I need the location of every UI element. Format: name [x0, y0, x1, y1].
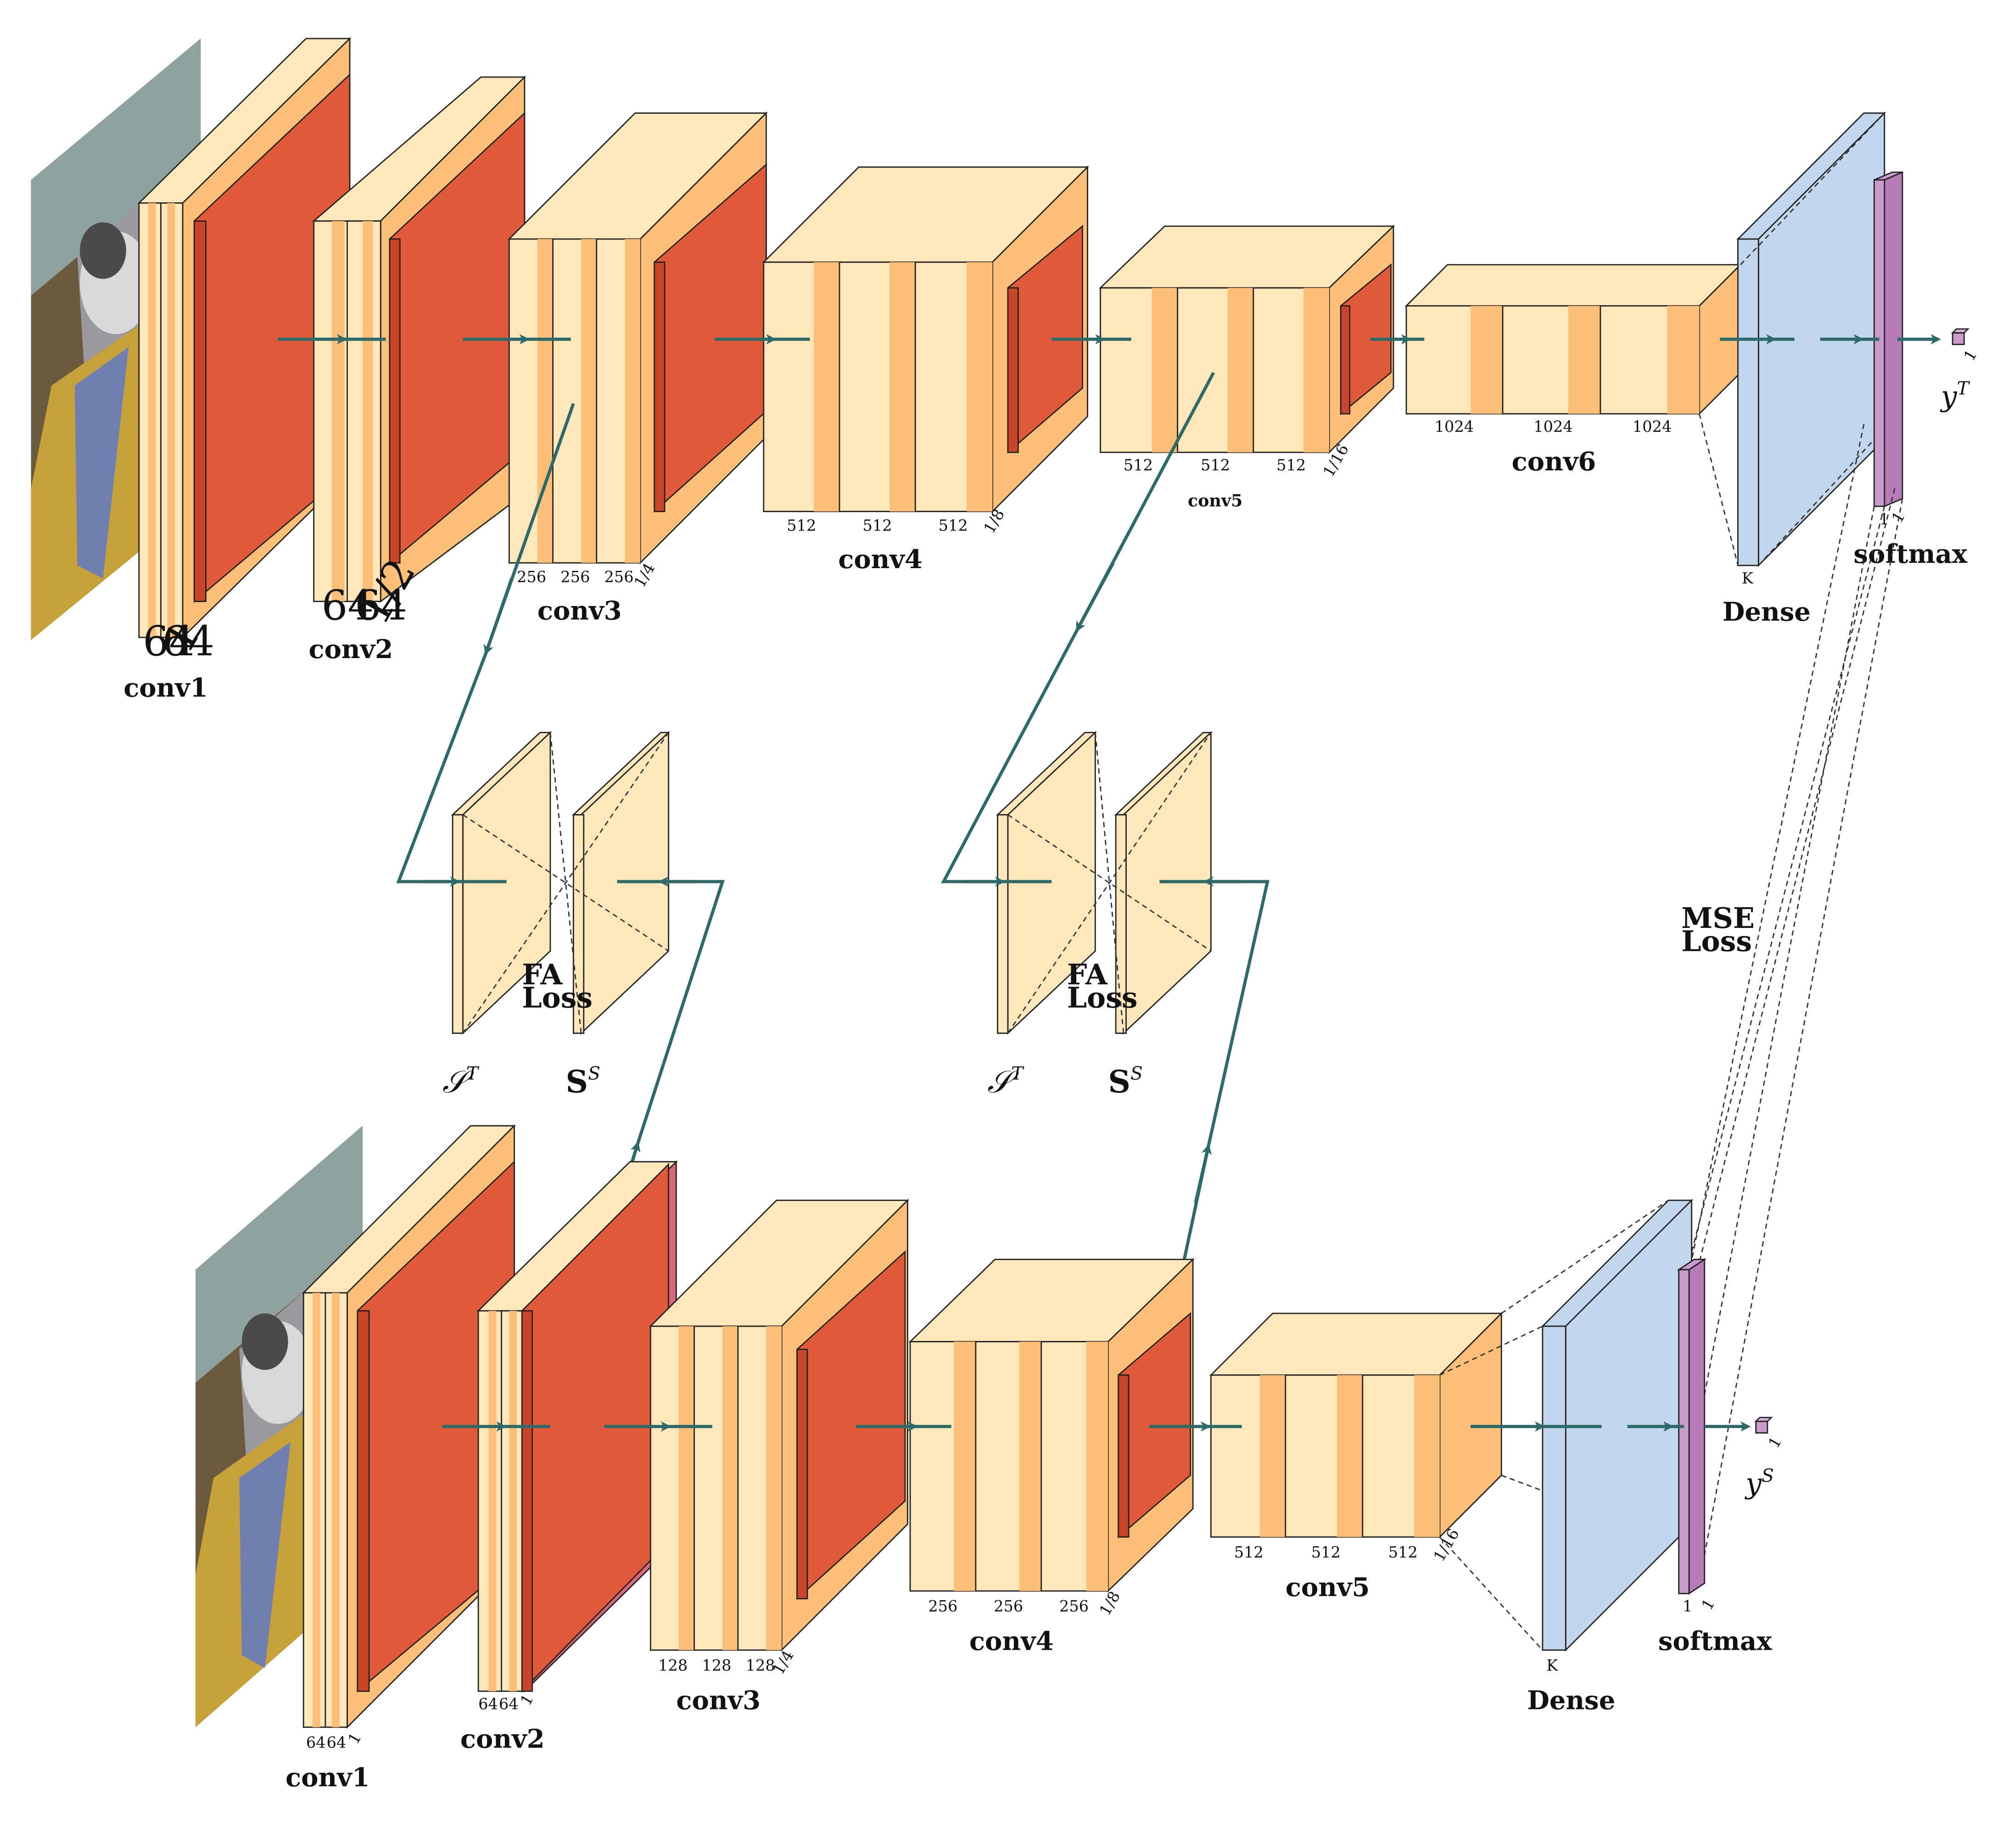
teacher-conv6-size-2: 1024 — [1533, 418, 1572, 435]
student-conv1-size-3: 1 — [345, 1730, 365, 1747]
teacher-conv2-label: conv2 — [308, 634, 393, 664]
teacher-conv4-label: conv4 — [838, 544, 923, 575]
teacher-pool5 — [1340, 263, 1392, 415]
teacher-conv5-size-1: 512 — [1124, 456, 1153, 474]
teacher-conv4-size-3: 512 — [939, 517, 968, 535]
student-softmax-label: softmax — [1658, 1626, 1772, 1657]
teacher-conv3-label: conv3 — [537, 596, 622, 626]
student-conv4-size-3: 256 — [1059, 1597, 1089, 1615]
teacher-softmax-size-1: 1 — [1879, 510, 1889, 528]
teacher-dense-projection — [1699, 112, 1885, 566]
fa-loss-2-teacher-symbol: 𝒮T — [987, 1063, 1024, 1100]
fa-loss-2-subtitle: Loss — [1067, 981, 1138, 1015]
teacher-conv6-size-3: 1024 — [1633, 418, 1672, 435]
teacher-output-label: yT — [1940, 379, 1970, 413]
student-conv1-size-2: 64 — [327, 1734, 347, 1752]
student-conv4-label: conv4 — [969, 1626, 1054, 1657]
teacher-output-size: 1 — [1960, 346, 1980, 364]
fa-loss-2-title: FA — [1067, 958, 1108, 991]
fa-loss-2-student-symbol: SS — [1108, 1063, 1142, 1100]
student-conv4-size-2: 256 — [994, 1597, 1023, 1615]
mse-loss-title: MSE — [1681, 901, 1755, 935]
student-output-node — [1754, 1417, 1773, 1434]
student-conv5-label: conv5 — [1286, 1572, 1370, 1602]
fa-loss-labels: FA Loss 𝒮T SS FA Loss 𝒮T SS MSE Loss — [442, 901, 1755, 1100]
teacher-pool4 — [1007, 224, 1083, 454]
teacher-conv2-size-2: 64 — [355, 582, 407, 630]
student-softmax-size-2: 1 — [1698, 1596, 1718, 1613]
student-conv3-label: conv3 — [676, 1686, 761, 1716]
student-conv3-size-3: 128 — [746, 1657, 775, 1675]
teacher-pool1 — [193, 73, 351, 603]
teacher-conv6-block — [1404, 263, 1742, 416]
fa-loss-1-title: FA — [522, 958, 563, 991]
student-conv5-block — [1209, 1312, 1503, 1539]
student-conv4-size-4: 1/8 — [1096, 1588, 1124, 1619]
teacher-conv5-block — [1099, 224, 1395, 454]
student-conv5-size-2: 512 — [1311, 1543, 1341, 1561]
student-conv2-size-1: 64 — [478, 1695, 498, 1713]
teacher-conv4-block — [762, 165, 1089, 513]
teacher-conv3-size-2: 256 — [560, 568, 590, 586]
student-output-label: yS — [1744, 1466, 1774, 1500]
student-softmax-block — [1677, 1258, 1707, 1595]
student-softmax-size-1: 1 — [1683, 1597, 1692, 1615]
teacher-conv3-size-1: 256 — [517, 568, 546, 586]
teacher-conv5-label: conv5 — [1188, 491, 1242, 510]
fa-loss-1-student-symbol: SS — [566, 1063, 600, 1100]
mse-loss-connectors — [1678, 424, 1903, 1555]
student-dense-projection — [1439, 1200, 1669, 1651]
teacher-dense-size: K — [1742, 569, 1754, 587]
teacher-conv6-label: conv6 — [1512, 447, 1596, 477]
teacher-conv4-size-1: 512 — [787, 517, 816, 535]
teacher-labels: 64 64 1 conv1 64 64 1/2 conv2 256 256 25… — [123, 346, 1980, 703]
student-output-size: 1 — [1765, 1434, 1785, 1451]
student-pool3 — [796, 1250, 906, 1600]
teacher-conv3-size-3: 256 — [604, 568, 634, 586]
student-dense-size: K — [1546, 1657, 1558, 1675]
teacher-conv6-size-1: 1024 — [1435, 418, 1474, 435]
teacher-conv1-size-2: 64 — [162, 618, 214, 665]
fa-loss-1-teacher-symbol: 𝒮T — [442, 1063, 480, 1100]
student-conv2-label: conv2 — [460, 1724, 545, 1754]
student-labels: 64 64 1 conv1 64 64 1 conv2 128 128 128 … — [285, 1434, 1785, 1792]
student-conv5-size-1: 512 — [1234, 1543, 1264, 1561]
student-conv2-size-3: 1 — [517, 1691, 537, 1708]
teacher-softmax-label: softmax — [1854, 539, 1968, 569]
teacher-pool2 — [389, 112, 526, 564]
student-conv4-size-1: 256 — [928, 1597, 957, 1615]
teacher-conv4-size-2: 512 — [862, 517, 892, 535]
fa-loss-1-subtitle: Loss — [522, 981, 593, 1015]
teacher-conv1-label: conv1 — [123, 673, 208, 703]
teacher-conv1-size-1: 64 — [143, 618, 195, 665]
teacher-dense-label: Dense — [1723, 597, 1811, 627]
teacher-dense-block — [1736, 112, 1886, 567]
teacher-conv5-size-3: 512 — [1276, 456, 1306, 474]
teacher-conv2-size-1: 64 — [321, 582, 374, 630]
student-conv1-size-1: 64 — [306, 1734, 326, 1752]
student-conv3-size-2: 128 — [702, 1657, 731, 1675]
teacher-conv5-size-2: 512 — [1201, 456, 1230, 474]
teacher-conv3-size-4: 1/4 — [631, 560, 659, 590]
student-conv1-label: conv1 — [285, 1763, 370, 1793]
student-conv5-size-3: 512 — [1388, 1543, 1418, 1561]
student-conv3-size-1: 128 — [658, 1657, 688, 1675]
student-conv2-size-2: 64 — [499, 1695, 519, 1713]
teacher-output-node — [1951, 328, 1970, 345]
student-dense-label: Dense — [1527, 1686, 1615, 1716]
mse-loss-subtitle: Loss — [1681, 924, 1752, 958]
